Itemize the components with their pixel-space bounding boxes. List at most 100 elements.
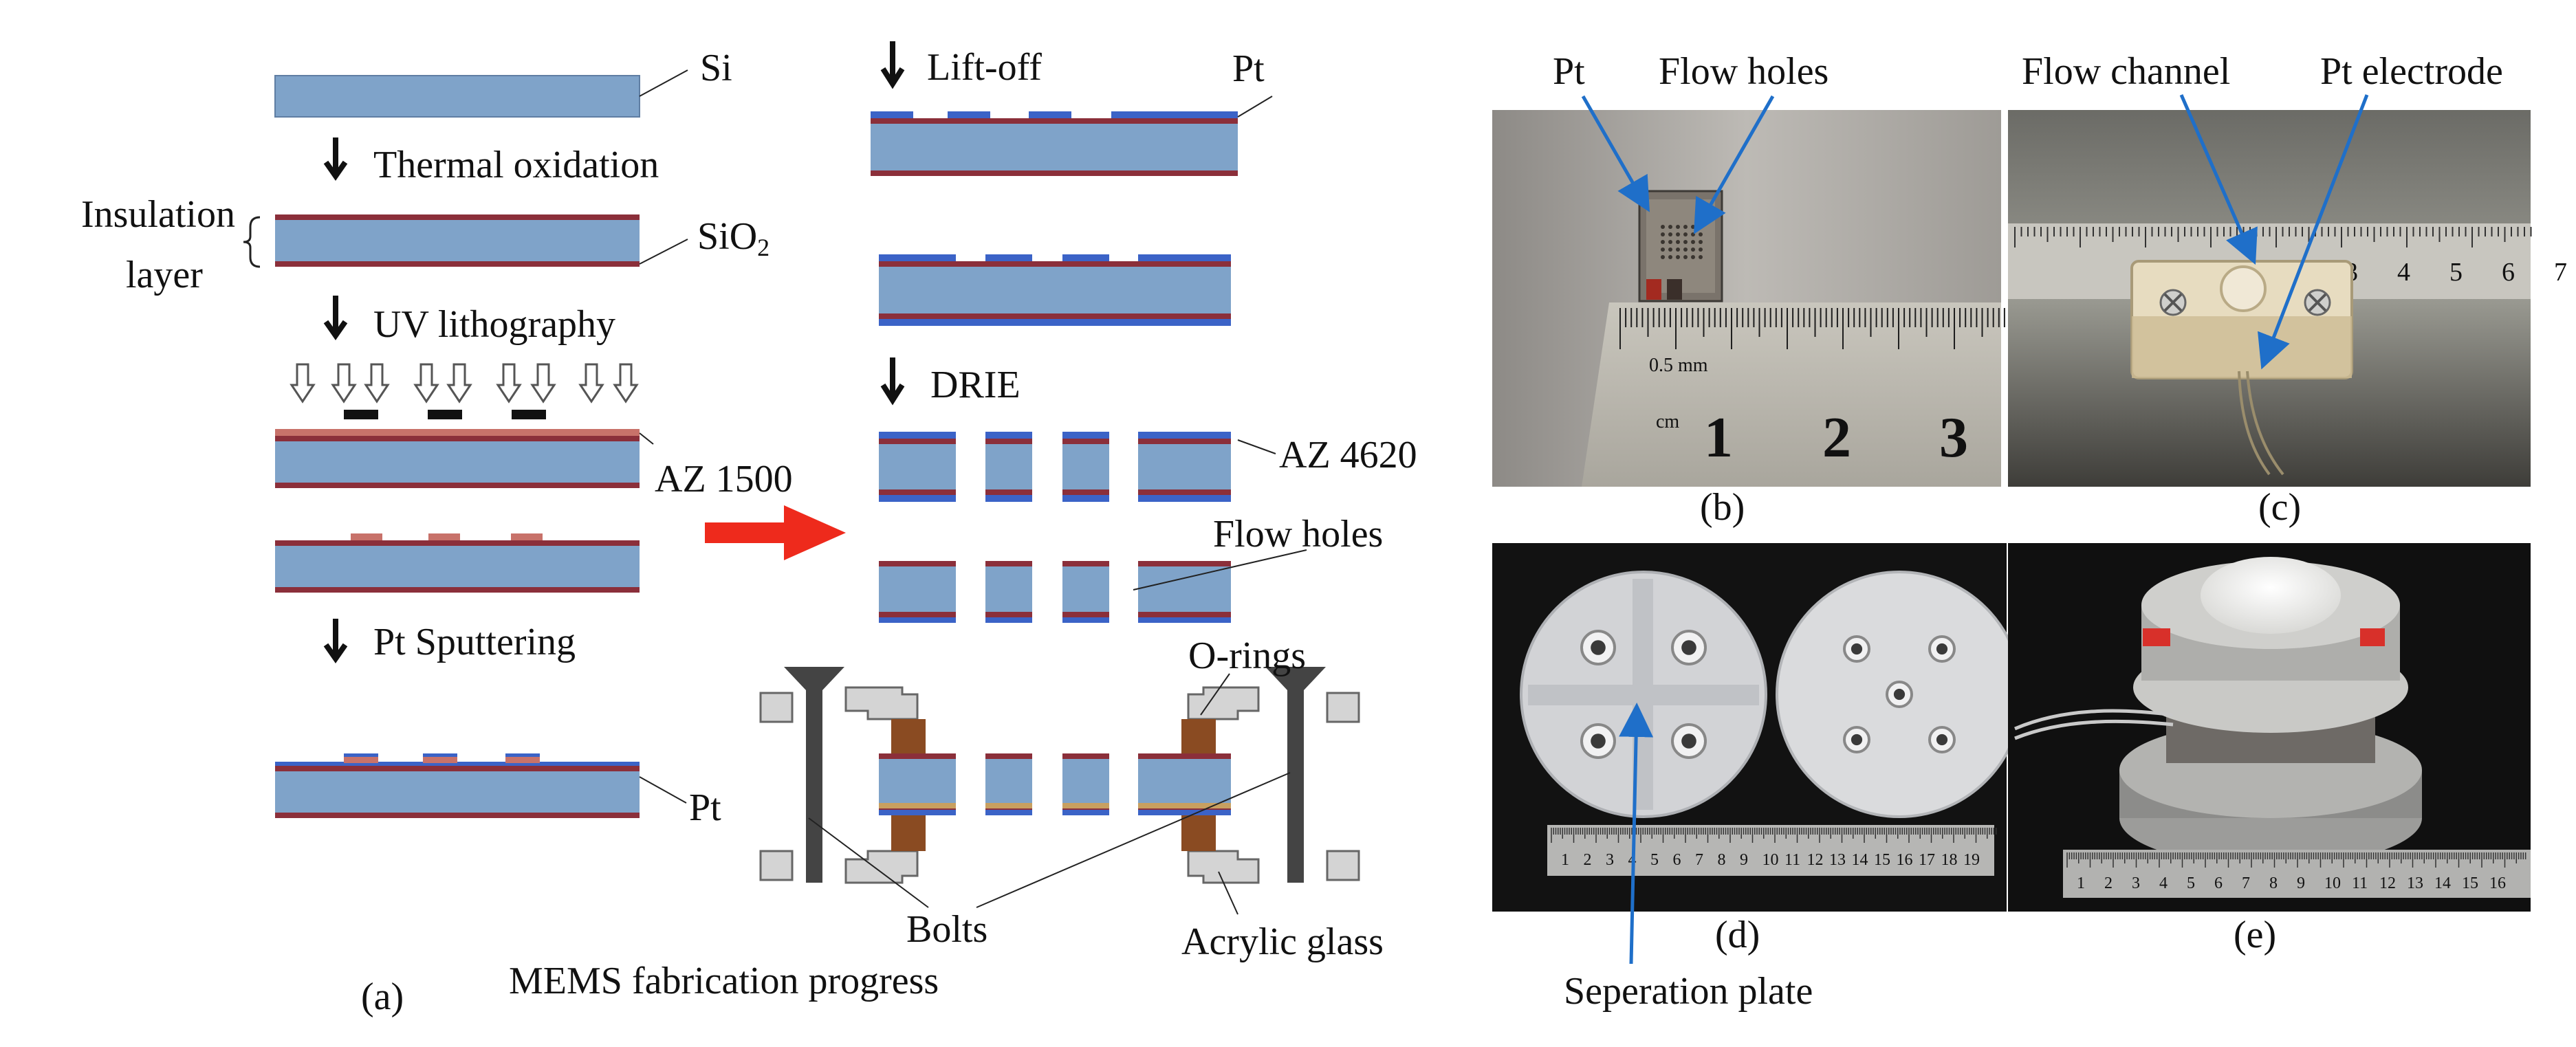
ruler-number: 13 xyxy=(1829,851,1846,869)
label-uv-lithography: UV lithography xyxy=(373,303,615,346)
ruler-number: 7 xyxy=(1695,851,1703,869)
flow-hole-dot xyxy=(1683,240,1688,244)
uv-arrow xyxy=(613,363,639,404)
uv-arrow xyxy=(413,363,439,404)
assembly xyxy=(759,667,1360,884)
flow-hole-dot xyxy=(1699,232,1703,236)
ruler-number: 7 xyxy=(2554,258,2567,287)
ruler-number: 13 xyxy=(2407,874,2423,892)
uv-arrow xyxy=(364,363,390,404)
wafer-segment xyxy=(1138,432,1231,502)
label-pt-top: Pt xyxy=(1232,47,1265,90)
ruler-number: 18 xyxy=(1941,851,1958,869)
ruler-number: 12 xyxy=(2379,874,2396,892)
panel-a: Si Thermal oxidation Insulation layer Si… xyxy=(81,41,1417,1018)
ruler-number: 8 xyxy=(1718,851,1726,869)
flow-hole-dot xyxy=(1661,255,1665,259)
wafer-segment xyxy=(1062,753,1109,815)
oxidized-wafer xyxy=(275,214,640,267)
ruler-number: 6 xyxy=(2214,874,2223,892)
lifted-off-wafer xyxy=(871,111,1238,176)
ruler-number: 8 xyxy=(2269,874,2278,892)
flow-hole-dot xyxy=(1676,225,1680,229)
ruler-number: 4 xyxy=(2159,874,2168,892)
ruler-number: 19 xyxy=(1963,851,1980,869)
ruler-number: 2 xyxy=(1822,406,1851,470)
panel-letter-e: (e) xyxy=(2234,914,2276,956)
flow-hole-dot xyxy=(1661,247,1665,252)
ruler-number: 10 xyxy=(1762,851,1779,869)
down-arrow xyxy=(323,619,348,663)
flow-hole-dot xyxy=(1683,232,1688,236)
flow-hole-dot xyxy=(1668,255,1672,259)
label-d-separation-plate: Seperation plate xyxy=(1564,970,1813,1013)
label-flow-holes: Flow holes xyxy=(1213,513,1383,555)
flow-hole-dot xyxy=(1699,255,1703,259)
uv-arrow xyxy=(446,363,472,404)
uv-arrow xyxy=(331,363,357,404)
flow-cell-device xyxy=(2130,260,2353,476)
flow-hole-dot xyxy=(1691,247,1695,252)
label-c-pt-electrode: Pt electrode xyxy=(2320,50,2503,93)
label-b-pt: Pt xyxy=(1553,50,1585,93)
ruler-number: 6 xyxy=(2502,258,2515,287)
o-ring xyxy=(891,814,926,851)
uv-arrow xyxy=(530,363,556,404)
uv-exposure-arrows xyxy=(290,363,639,404)
label-o-rings: O-rings xyxy=(1188,635,1306,677)
patterned-resist-wafer xyxy=(275,533,640,593)
mask-bar xyxy=(512,410,546,419)
flow-hole-dot xyxy=(1668,247,1672,252)
brace xyxy=(243,216,261,268)
flow-hole-dot xyxy=(1676,255,1680,259)
end-plate xyxy=(1776,571,2023,818)
ruler-number: 5 xyxy=(2449,258,2463,287)
ruler-number: 2 xyxy=(2104,874,2113,892)
uv-arrow xyxy=(496,363,522,404)
label-bolts: Bolts xyxy=(906,908,987,951)
mask-bar xyxy=(428,410,462,419)
ruler-cm-label: cm xyxy=(1656,411,1679,432)
down-arrow xyxy=(880,41,905,89)
flow-hole-dot xyxy=(1691,240,1695,244)
separation-plate xyxy=(1520,571,1767,818)
label-az4620: AZ 4620 xyxy=(1279,434,1417,476)
down-arrow xyxy=(323,137,348,181)
label-pt: Pt xyxy=(689,786,721,829)
wafer-segment xyxy=(1062,561,1109,623)
label-az1500: AZ 1500 xyxy=(655,458,793,500)
ruler-number: 11 xyxy=(1784,851,1800,869)
etched-wafer xyxy=(879,561,1231,623)
ruler-number: 16 xyxy=(2489,874,2506,892)
ruler-number: 2 xyxy=(1584,851,1592,869)
panel-letter-b: (b) xyxy=(1700,486,1745,529)
bolt xyxy=(1265,667,1326,883)
flow-hole-dot xyxy=(1668,225,1672,229)
flow-hole-dot xyxy=(1661,225,1665,229)
label-insulation-layer: Insulation xyxy=(81,193,235,236)
ruler-number: 3 xyxy=(1939,406,1968,470)
o-ring xyxy=(891,719,926,755)
label-drie: DRIE xyxy=(930,364,1020,406)
double-resist-wafer xyxy=(879,254,1231,326)
panel-letter-a: (a) xyxy=(361,976,404,1018)
leader-line xyxy=(1619,703,1654,965)
label-lift-off: Lift-off xyxy=(927,46,1042,89)
wafer-segment xyxy=(879,432,956,502)
ruler-number: 15 xyxy=(2462,874,2478,892)
label-insulation-layer-2: layer xyxy=(126,254,203,296)
leader-line xyxy=(1581,95,1650,212)
ruler-number: 4 xyxy=(2397,258,2410,287)
ruler-number: 9 xyxy=(1740,851,1748,869)
panel-b-photo: 0.5 mm cm 1 2 3 Pt Flow holes (b) xyxy=(1492,50,2005,529)
figure-caption: MEMS fabrication progress xyxy=(509,960,939,1002)
flow-hole-dot xyxy=(1691,232,1695,236)
flow-hole-dot xyxy=(1676,232,1680,236)
ruler-number: 3 xyxy=(2132,874,2140,892)
wafer-segment xyxy=(1062,432,1109,502)
flow-hole-dot xyxy=(1683,255,1688,259)
flow-hole-dot xyxy=(1683,225,1688,229)
